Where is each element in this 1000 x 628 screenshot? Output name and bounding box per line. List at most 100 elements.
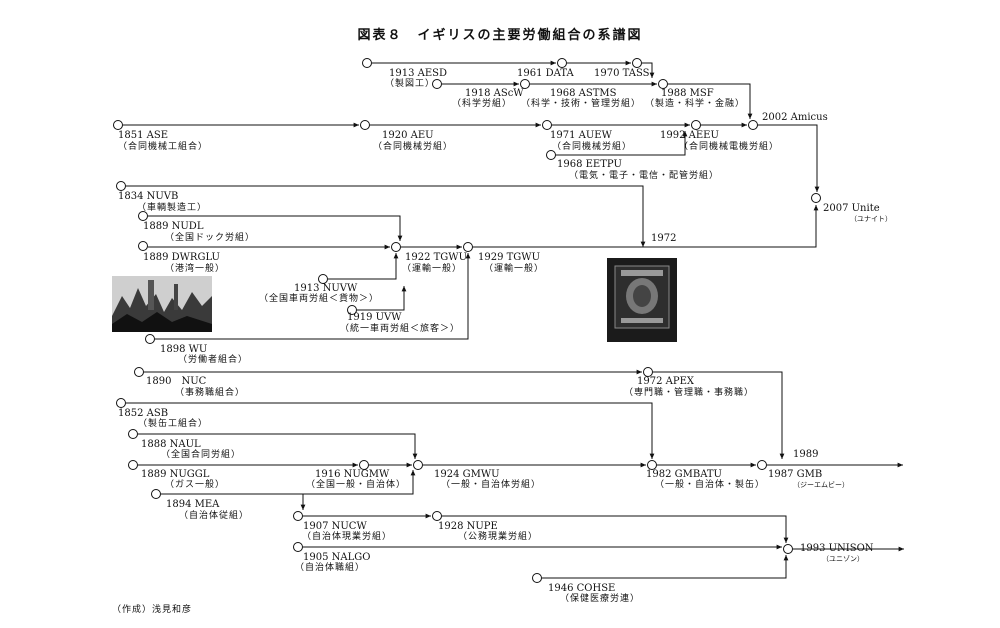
node-mea-code: 1894 MEA <box>166 499 220 510</box>
node-eetpu-jp: （電気・電子・電信・配管労組） <box>569 171 720 181</box>
node-data-code: 1961 DATA <box>517 68 574 79</box>
node-aeeu-marker <box>691 120 701 130</box>
node-unison-jp: （ユニゾン） <box>822 555 864 563</box>
node-gmbatu-jp: （一般・自治体・製缶） <box>655 480 766 490</box>
node-dwrglu-code: 1889 DWRGLU <box>143 252 220 263</box>
node-nucw-code: 1907 NUCW <box>303 521 367 532</box>
node-ase-marker <box>113 120 123 130</box>
node-nuvb-code: 1834 NUVB <box>118 191 179 202</box>
node-uvw-marker <box>347 305 357 315</box>
node-aesd-code: 1913 AESD <box>389 68 448 79</box>
node-unite-jp: （ユナイト） <box>850 215 892 223</box>
node-gmb-code: 1987 GMB <box>768 469 823 480</box>
node-nuc-marker <box>134 367 144 377</box>
node-apex-jp: （専門職・管理職・事務職） <box>624 388 755 398</box>
node-astms-marker <box>520 79 530 89</box>
node-gmb-marker <box>757 460 767 470</box>
node-nudl-jp: （全国ドック労組） <box>165 233 256 243</box>
node-data-marker <box>557 58 567 68</box>
node-gmbatu-marker <box>647 460 657 470</box>
node-gmwu-marker <box>413 460 423 470</box>
node-cohse-marker <box>532 573 542 583</box>
node-nuggl-jp: （ガス一般） <box>165 480 226 490</box>
node-nuc-jp: （事務職組合） <box>175 388 246 398</box>
node-tgwu22-marker <box>391 242 401 252</box>
node-ase-jp: （合同機械工組合） <box>118 142 209 152</box>
node-apex-code: 1972 APEX <box>637 376 694 387</box>
node-auew-jp: （合同機械労組） <box>552 142 633 152</box>
node-msf-jp: （製造・科学・金融） <box>645 99 746 109</box>
node-nuvw-marker <box>318 274 328 284</box>
node-ascw-code: 1918 AScW <box>465 88 524 99</box>
node-nuggl-code: 1889 NUGGL <box>141 469 210 480</box>
node-aeu-jp: （合同機械労組） <box>373 142 454 152</box>
node-tgwu29-code: 1929 TGWU <box>478 252 540 263</box>
node-auew-code: 1971 AUEW <box>550 130 612 141</box>
node-astms-jp: （科学・技術・管理労組） <box>521 99 642 109</box>
node-nugmw-jp: （全国一般・自治体） <box>306 480 407 490</box>
node-nuggl-marker <box>128 460 138 470</box>
lineage-arrow <box>357 286 407 311</box>
node-unison-marker <box>783 544 793 554</box>
node-tgwu22-code: 1922 TGWU <box>405 252 467 263</box>
lineage-arrow <box>328 252 399 280</box>
node-amicus-code: 2002 Amicus <box>762 112 828 123</box>
node-wu-marker <box>145 334 155 344</box>
node-nupe-jp: （公務現業労組） <box>458 532 539 542</box>
node-nugmw-code: 1916 NUGMW <box>315 469 390 480</box>
node-nuvw-jp: （全国車両労組＜貨物＞） <box>259 294 380 304</box>
year-1972-label: 1972 <box>651 233 677 244</box>
lineage-arrow <box>126 185 646 247</box>
node-nuvw-code: 1913 NUVW <box>294 283 358 294</box>
lineage-arrow <box>442 515 789 543</box>
node-cohse-code: 1946 COHSE <box>548 583 616 594</box>
node-ascw-marker <box>432 79 442 89</box>
lineage-arrow <box>642 62 655 78</box>
node-gmwu-code: 1924 GMWU <box>434 469 500 480</box>
node-uvw-jp: （統一車両労組＜旅客＞） <box>340 324 461 334</box>
node-tgwu29-marker <box>463 242 473 252</box>
node-aesd-jp: （製図工） <box>385 79 436 89</box>
node-asb-jp: （製缶工組合） <box>138 419 209 429</box>
node-unite-marker <box>811 193 821 203</box>
union-banner-photo <box>607 258 677 342</box>
node-aeu-code: 1920 AEU <box>382 130 434 141</box>
node-naul-jp: （全国合同労組） <box>161 450 242 460</box>
lineage-arrow <box>161 470 416 495</box>
node-amicus-marker <box>748 120 758 130</box>
node-nudl-marker <box>138 211 148 221</box>
year-1989-label: 1989 <box>793 449 819 460</box>
node-wu-code: 1898 WU <box>160 344 208 355</box>
node-mea-jp: （自治体従組） <box>179 511 250 521</box>
node-eetpu-marker <box>546 150 556 160</box>
node-nuvb-jp: （車輌製造工） <box>137 203 208 213</box>
node-tass-code: 1970 TASS <box>594 68 650 79</box>
lineage-arrow <box>126 402 655 459</box>
node-tass-marker <box>632 58 642 68</box>
lineage-arrow <box>148 215 403 241</box>
node-nalgo-marker <box>293 542 303 552</box>
credit-note: （作成）浅見和彦 <box>112 605 193 615</box>
lineage-arrow <box>668 83 753 119</box>
lineage-arrow <box>138 433 418 459</box>
node-cohse-jp: （保健医療労連） <box>560 594 641 604</box>
node-msf-code: 1988 MSF <box>661 88 714 99</box>
node-nugmw-marker <box>359 460 369 470</box>
node-tgwu29-jp: （運輸一般） <box>484 264 545 274</box>
node-ascw-jp: （科学労組） <box>452 99 513 109</box>
node-nalgo-jp: （自治体職組） <box>295 563 366 573</box>
lineage-arrow <box>556 131 688 156</box>
lineage-arrow <box>542 555 789 579</box>
node-nuvb-marker <box>116 181 126 191</box>
node-gmbatu-code: 1982 GMBATU <box>646 469 722 480</box>
lineage-arrow <box>473 205 819 248</box>
node-nalgo-code: 1905 NALGO <box>303 552 371 563</box>
lineage-arrow <box>758 124 820 192</box>
node-aeeu-code: 1992 AEEU <box>660 130 719 141</box>
node-wu-jp: （労働者組合） <box>178 355 249 365</box>
node-nudl-code: 1889 NUDL <box>143 221 204 232</box>
node-naul-code: 1888 NAUL <box>141 439 201 450</box>
lineage-arrow <box>653 371 785 459</box>
node-naul-marker <box>128 429 138 439</box>
node-asb-code: 1852 ASB <box>118 408 169 419</box>
